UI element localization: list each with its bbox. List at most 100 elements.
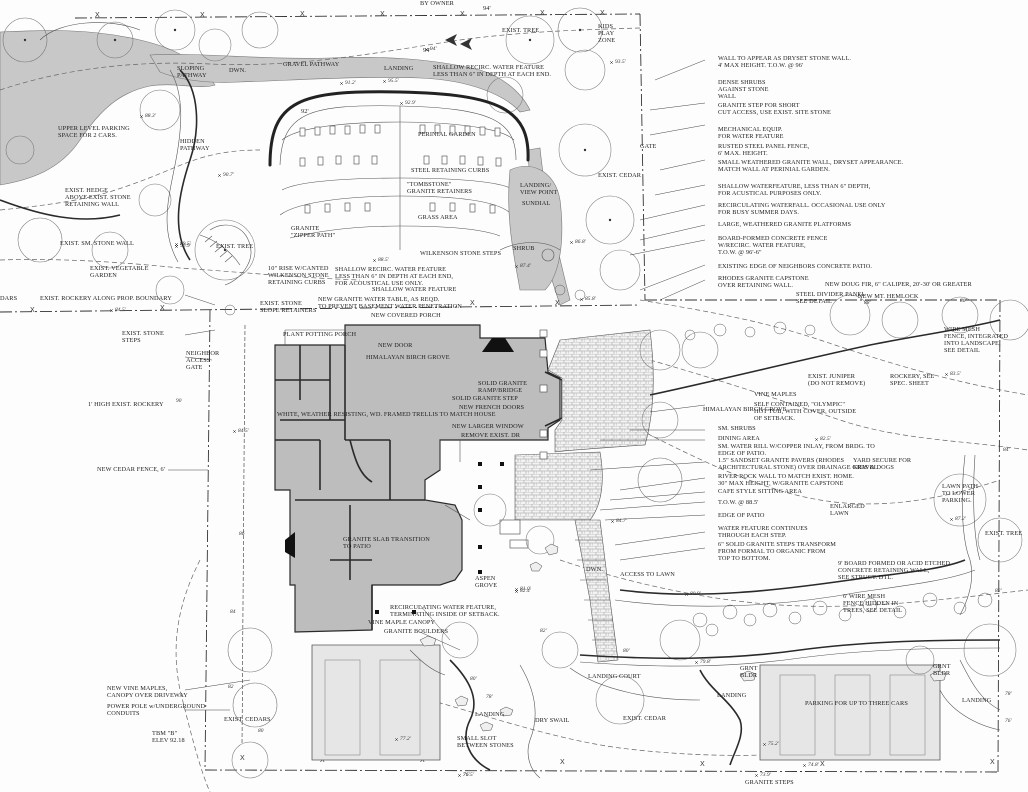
dim-88-label: 88'	[864, 300, 872, 306]
spot-elevation-label: 77.2'	[400, 736, 412, 742]
spot-elevation-label: 80.9'	[690, 591, 702, 597]
landing-right-a-label: LANDING	[717, 692, 747, 699]
svg-text:X: X	[320, 757, 325, 764]
spot-elevation-label: 73.9'	[760, 772, 772, 778]
dim-80-label: 80	[258, 728, 264, 734]
edge-of-patio-label: EDGE OF PATIO	[718, 512, 765, 519]
svg-text:X: X	[380, 11, 385, 18]
tbm-label: TBM "B"ELEV 92.18	[152, 730, 185, 744]
exist-tree-top-label: EXIST. TREE	[502, 27, 539, 34]
bottom-paths	[409, 649, 1001, 779]
svg-text:X: X	[300, 11, 305, 18]
river-rock-wall-label: RIVER ROCK WALL TO MATCH EXIST. HOME.30"…	[718, 473, 854, 487]
driveway	[311, 644, 941, 761]
spot-elevation-mark	[139, 114, 144, 119]
shrub-label: SHRUB	[513, 245, 535, 252]
landing-mid-label: LANDING	[475, 711, 505, 718]
tree-centers	[23, 28, 612, 252]
spot-elevation-label: 74.8'	[808, 762, 820, 768]
himalayan-grove-top-label: HIMALAYAN BIRCH GROVE	[366, 354, 450, 361]
new-granite-table-label: NEW GRANITE WATER TABLE, AS REQD.TO PREV…	[318, 296, 462, 310]
sundial-label: SUNDIAL	[522, 200, 550, 207]
spot-elevation-mark	[339, 81, 344, 86]
granite-patio	[547, 329, 654, 453]
exist-rockery-label: EXIST. ROCKERY ALONG PROP. BOUNDARY	[40, 295, 172, 302]
by-owner-label: BY OWNER	[420, 0, 455, 7]
stepped-walkway	[574, 519, 619, 663]
spot-elevation-mark	[754, 773, 759, 778]
svg-text:X: X	[420, 757, 425, 764]
dim-82-label: 82	[228, 684, 234, 690]
dining-pavers	[514, 451, 603, 521]
spot-elevation-label: 84.7'	[616, 518, 628, 524]
gate-top-label: GATE	[640, 143, 657, 150]
spot-elevation-label: 82.5'	[820, 436, 832, 442]
spot-elevation-label: 83.5'	[950, 371, 962, 377]
svg-text:X: X	[540, 10, 545, 17]
perennial-garden	[268, 90, 530, 250]
svg-text:X: X	[600, 10, 605, 17]
perinial-garden-label: PERINIAL GARDEN	[418, 131, 476, 138]
gravel-pathway-label: GRAVEL PATHWAY	[283, 61, 340, 68]
recirc-setback-label: RECIRCULATING WATER FEATURE,TERMINATING …	[390, 604, 500, 618]
plant-potting-porch-label: PLANT POTTING PORCH	[283, 331, 357, 338]
spot-elevation-mark	[762, 742, 767, 747]
rusted-steel-label: RUSTED STEEL PANEL FENCE,6' MAX. HEIGHT.	[718, 143, 810, 157]
dim-80-right-label: 80'	[623, 648, 631, 654]
dim-94-top-label: 94'	[483, 5, 491, 12]
dim-84-right-label: 84'	[1003, 447, 1011, 453]
spot-elevation-label: 75.2'	[768, 741, 780, 747]
spot-elevation-label: 82.4'	[520, 588, 532, 594]
dwn-top-label: DWN.	[229, 67, 246, 74]
new-larger-window-label: NEW LARGER WINDOW	[452, 423, 524, 430]
spot-elevation-label: 95.5'	[388, 78, 400, 84]
spot-elevation-mark	[372, 258, 377, 263]
new-door-label: NEW DOOR	[378, 342, 413, 349]
dim-76-label: 76'	[463, 772, 471, 778]
wall-dryset-label: WALL TO APPEAR AS DRYSET STONE WALL.4' M…	[718, 55, 851, 69]
spot-elevation-mark	[394, 737, 399, 742]
recirc-waterfall-label: RECIRCULATING WATERFALL. OCCASIONAL USE …	[718, 202, 886, 216]
exist-cedar-bottom-label: EXIST. CEDAR	[623, 715, 667, 722]
spot-elevation-mark	[944, 372, 949, 377]
spot-elevation-label: 86.8'	[575, 239, 587, 245]
exist-sm-stone-wall-label: EXIST. SM. STONE WALL	[60, 240, 134, 247]
spot-elevation-label: 85.8'	[585, 296, 597, 302]
spot-elevation-mark	[949, 517, 954, 522]
spot-elevation-label: 84.5'	[115, 307, 127, 313]
grass-area-label: GRASS AREA	[418, 214, 458, 221]
dim-90-label: 90	[176, 398, 182, 404]
spot-elevation-label: 87.4'	[520, 263, 532, 269]
svg-text:X: X	[820, 761, 825, 768]
right-plantings	[227, 294, 1028, 779]
white-trellis-label: WHITE, WEATHER RESISTING, WD. FRAMED TRE…	[277, 411, 496, 418]
new-covered-porch-label: NEW COVERED PORCH	[371, 312, 441, 319]
svg-text:X: X	[240, 755, 245, 762]
access-to-lawn-label: ACCESS TO LAWN	[620, 571, 675, 578]
spot-elevation-label: 94'	[430, 46, 438, 52]
patio-step-blocks	[499, 329, 548, 549]
spot-elevation-label: 88.3'	[145, 113, 157, 119]
landing-top-label: LANDING	[384, 65, 414, 72]
svg-text:X: X	[460, 11, 465, 18]
steel-retaining-label: STEEL RETAINING CURBS	[411, 167, 490, 174]
spot-elevation-label: 91.2'	[345, 80, 357, 86]
exist-tree-right-label: EXIST. TREE	[985, 530, 1022, 537]
svg-text:X: X	[200, 12, 205, 19]
dim-86-label: 86	[239, 531, 245, 537]
one-inch-rockery-label: 1' HIGH EXIST. ROCKERY	[88, 401, 164, 408]
spot-elevation-mark	[684, 592, 689, 597]
